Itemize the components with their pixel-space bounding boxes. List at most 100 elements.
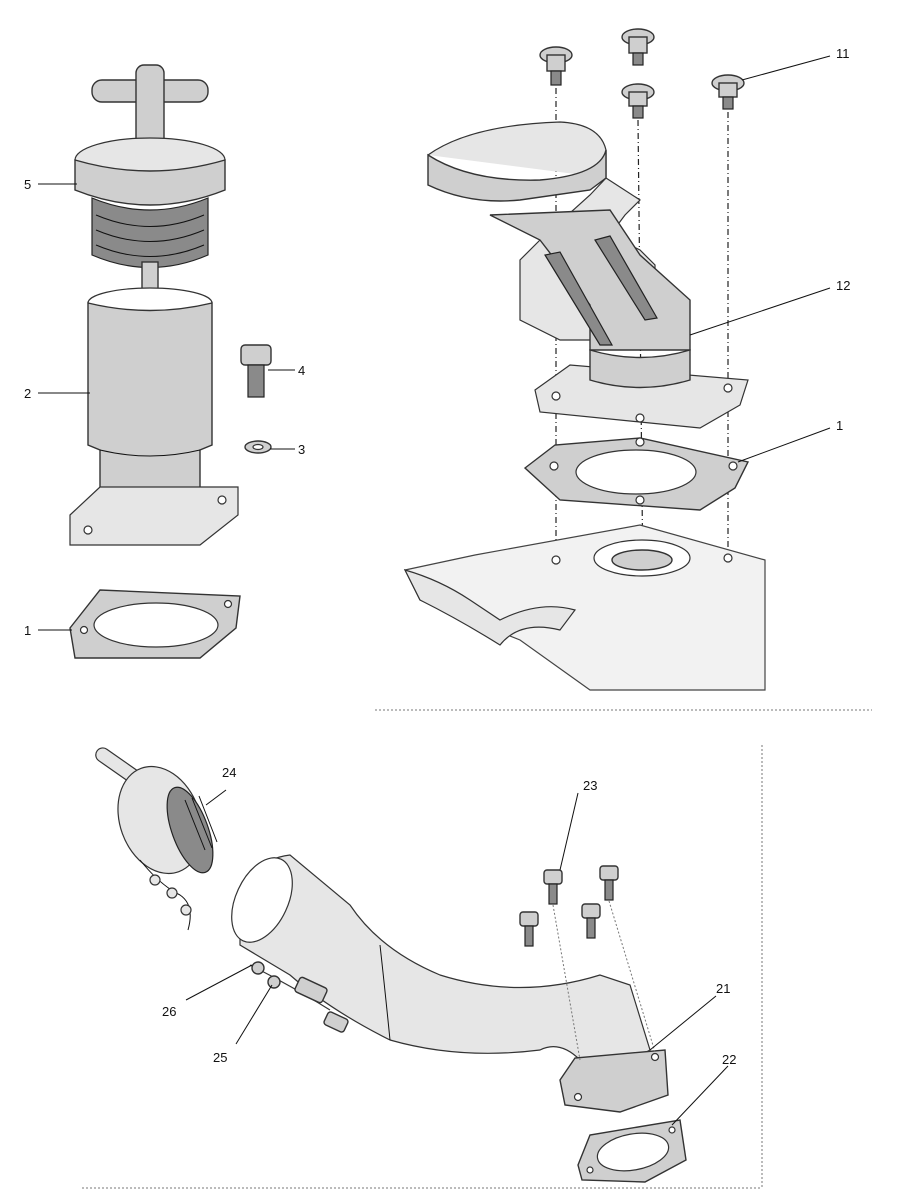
gasket-hole xyxy=(635,495,645,505)
gasket-opening xyxy=(596,1132,670,1172)
chain-link xyxy=(149,874,161,886)
fill-pipe xyxy=(231,854,669,1113)
cap-thread-lines xyxy=(184,795,218,851)
cylinder-step xyxy=(99,449,201,457)
tank-bolt-hole xyxy=(551,555,561,565)
gasket-hole xyxy=(549,461,559,471)
t-handle-cap xyxy=(74,64,226,295)
inlet-collar xyxy=(589,349,691,389)
bolt-thread xyxy=(632,52,644,66)
callout-22: 22 xyxy=(722,1052,736,1067)
bolt-thread xyxy=(722,96,734,110)
cap-rim xyxy=(74,159,226,206)
flange-bolt xyxy=(621,83,655,119)
inlet-flange xyxy=(534,364,749,429)
callout-12: 12 xyxy=(836,278,850,293)
gasket-hole xyxy=(635,437,645,447)
pipe-bolt xyxy=(543,869,563,905)
cap-threads xyxy=(91,197,209,269)
flange-bolt xyxy=(711,74,745,110)
callout-24: 24 xyxy=(222,765,236,780)
flange-bolt xyxy=(621,28,655,66)
cylinder-flange xyxy=(69,486,239,546)
bolt-thread xyxy=(524,925,534,947)
pipe-bolt xyxy=(599,865,619,901)
washer xyxy=(244,440,272,454)
gasket-hole xyxy=(586,1166,594,1174)
gasket-hole xyxy=(223,599,233,609)
callout-3: 3 xyxy=(298,442,305,457)
alignment-line xyxy=(637,119,644,586)
gasket-hole xyxy=(728,461,738,471)
callout-1-right: 1 xyxy=(836,418,843,433)
leader-23 xyxy=(559,792,579,871)
flange-hole xyxy=(723,383,733,393)
tank-ramp xyxy=(403,569,577,646)
pipe-inlet-opening xyxy=(231,857,293,943)
clamp-nut xyxy=(267,975,281,989)
bolt-hex xyxy=(718,82,738,98)
bolt-head xyxy=(581,903,601,919)
gasket-hole xyxy=(668,1126,676,1134)
bolt-head xyxy=(599,865,619,881)
pipe-body xyxy=(239,854,651,1076)
gasket-opening xyxy=(575,449,697,495)
bolt-thread xyxy=(632,105,644,119)
gasket-opening xyxy=(93,602,219,648)
bolt-thread xyxy=(604,879,614,901)
pipe-flange xyxy=(559,1049,669,1113)
flange-bolt xyxy=(539,46,573,86)
hose-clamp xyxy=(249,961,349,1033)
cylinder-body xyxy=(87,302,213,496)
flange-hole xyxy=(650,1052,660,1062)
gasket-right xyxy=(523,437,750,511)
tank-bolt-hole xyxy=(723,553,733,563)
leader-21 xyxy=(649,995,717,1051)
callout-21: 21 xyxy=(716,981,730,996)
inlet-rib xyxy=(544,251,614,346)
flange-hole xyxy=(217,495,227,505)
bolt-shank xyxy=(247,364,265,398)
callout-5: 5 xyxy=(24,177,31,192)
callout-26: 26 xyxy=(162,1004,176,1019)
callout-11: 11 xyxy=(836,46,850,61)
callout-4: 4 xyxy=(298,363,305,378)
clamp-screw xyxy=(323,1011,349,1033)
chain-link xyxy=(180,904,192,916)
inlet-body xyxy=(427,121,749,429)
flange-hole xyxy=(83,525,93,535)
leader-25 xyxy=(235,984,273,1045)
callout-2: 2 xyxy=(24,386,31,401)
bolt-head xyxy=(543,869,563,885)
leader-11 xyxy=(741,55,831,81)
pipe-bolt xyxy=(519,911,539,947)
flange-hole xyxy=(635,413,645,423)
clamp-housing xyxy=(294,976,328,1004)
flange-hole xyxy=(573,1092,583,1102)
cap-chain xyxy=(139,859,191,931)
callout-23: 23 xyxy=(583,778,597,793)
gasket-left xyxy=(69,589,241,659)
inlet-mouth-band xyxy=(427,149,607,202)
thread-lines xyxy=(95,214,205,257)
bolt-hex xyxy=(628,36,648,54)
cylinder-housing xyxy=(69,287,239,546)
pipe-seam xyxy=(379,944,391,1041)
leader-12 xyxy=(689,287,831,336)
bolt-thread xyxy=(550,70,562,86)
pipe-bolt xyxy=(581,903,601,939)
callout-1-left: 1 xyxy=(24,623,31,638)
bolt-thread xyxy=(548,883,558,905)
washer-hole xyxy=(252,443,264,451)
bottom-assembly: 23 24 21 22 26 25 xyxy=(82,745,763,1189)
bolt xyxy=(240,344,272,398)
bolt-head xyxy=(519,911,539,927)
bolt-hex xyxy=(546,54,566,72)
bolt-hex xyxy=(628,91,648,107)
left-assembly: 5 2 4 3 1 xyxy=(24,64,305,659)
gasket-hole xyxy=(79,625,89,635)
leader-1-right xyxy=(737,427,831,463)
leader-26 xyxy=(185,964,253,1001)
cap-threads xyxy=(166,786,214,874)
tank-base xyxy=(403,524,766,691)
